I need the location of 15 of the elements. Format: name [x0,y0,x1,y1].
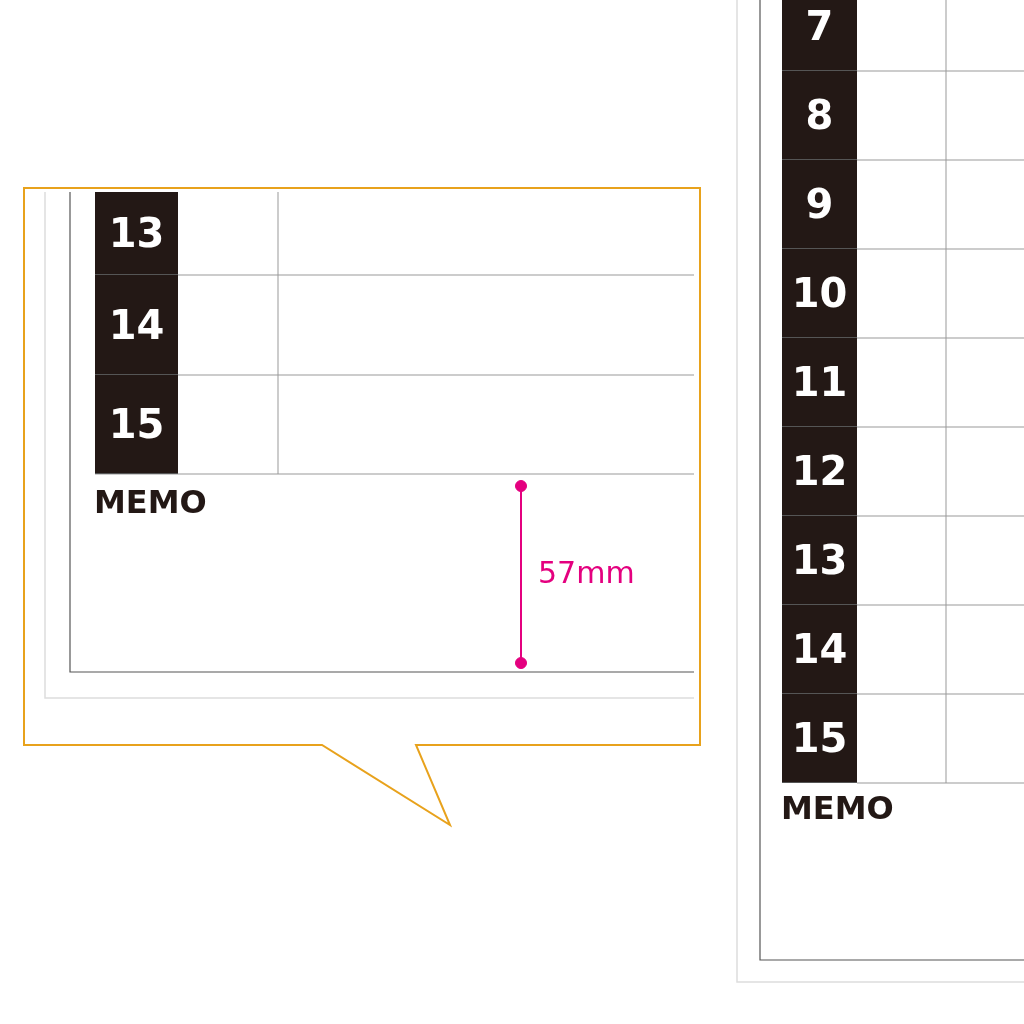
memo-heading: MEMO [781,792,894,824]
hour-number: 12 [782,427,857,516]
hour-number: 7 [782,0,857,71]
hour-number: 9 [782,160,857,249]
hour-number: 14 [782,605,857,694]
hour-number: 11 [782,338,857,427]
hour-number: 15 [95,375,178,474]
hour-number: 13 [782,516,857,605]
hour-number: 8 [782,71,857,160]
memo-heading: MEMO [94,486,207,518]
dimension-label: 57mm [538,558,635,588]
hour-number: 10 [782,249,857,338]
hour-number: 13 [95,192,178,275]
hour-number: 14 [95,275,178,375]
hour-number: 15 [782,694,857,783]
